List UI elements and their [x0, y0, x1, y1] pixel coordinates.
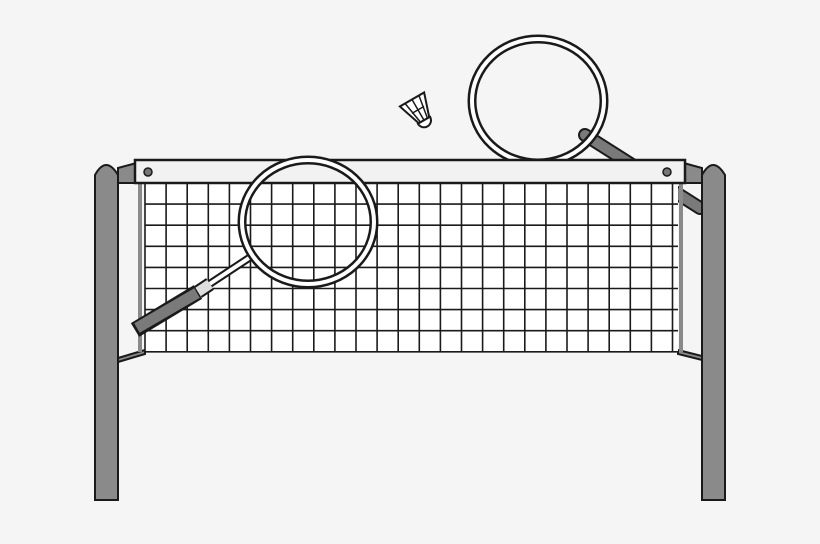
- shuttlecock: [398, 90, 432, 129]
- racket-front: [130, 155, 379, 337]
- net-mesh: [144, 182, 678, 353]
- net-top-band: [133, 158, 687, 185]
- screw-icon: [143, 167, 153, 177]
- screw-icon: [662, 167, 672, 177]
- right-post: [677, 160, 726, 501]
